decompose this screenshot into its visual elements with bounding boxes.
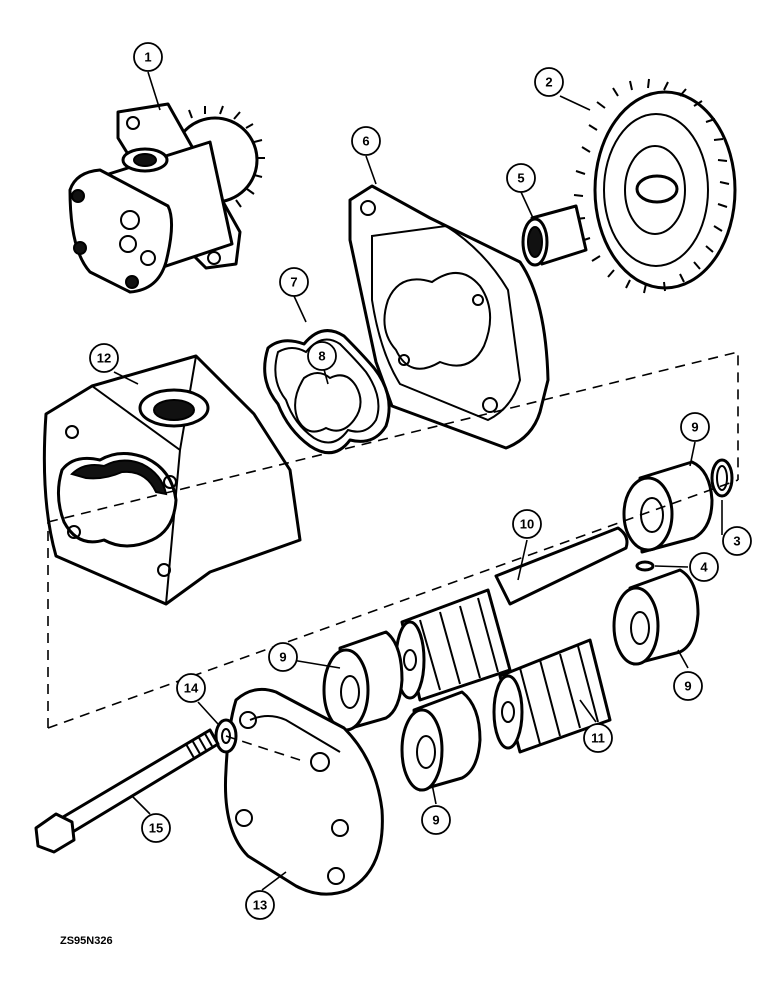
callout-label: 3	[733, 534, 740, 549]
assembly-guide-lines	[47, 350, 739, 761]
callout-label: 9	[684, 679, 691, 694]
callout-label: 9	[279, 650, 286, 665]
callout-15: 15	[141, 813, 171, 843]
callout-label: 15	[149, 821, 163, 836]
bushing-part	[521, 204, 588, 267]
drive-shaft-gear-part	[394, 526, 629, 702]
callout-6: 6	[351, 126, 381, 156]
callout-14: 14	[176, 673, 206, 703]
callout-label: 4	[700, 560, 708, 575]
callout-10: 10	[512, 509, 542, 539]
bearing-part-left	[322, 630, 404, 732]
callout-9-bottom: 9	[421, 805, 451, 835]
end-cover-part	[224, 687, 384, 896]
callout-9-middle-right: 9	[673, 671, 703, 701]
callout-label: 1	[144, 50, 151, 65]
callout-label: 5	[517, 171, 524, 186]
key-part	[635, 560, 655, 572]
callout-9-upper-right: 9	[680, 412, 710, 442]
callout-8: 8	[307, 341, 337, 371]
callout-9-left: 9	[268, 642, 298, 672]
callout-label: 7	[290, 275, 297, 290]
callout-label: 12	[97, 351, 111, 366]
callout-label: 9	[432, 813, 439, 828]
callout-12: 12	[89, 343, 119, 373]
pump-body-part	[42, 354, 302, 606]
callout-label: 14	[184, 681, 199, 696]
callout-1: 1	[133, 42, 163, 72]
assembled-pump-part	[68, 102, 265, 294]
callout-label: 10	[520, 517, 534, 532]
retaining-ring-part	[710, 458, 734, 498]
callout-label: 11	[591, 731, 605, 746]
callout-2: 2	[534, 67, 564, 97]
idler-gear-part	[492, 638, 612, 754]
leader-lines	[113, 71, 723, 891]
bearing-part-middle-right	[612, 568, 700, 666]
drive-gear-part	[573, 78, 737, 294]
callout-4: 4	[689, 552, 719, 582]
mounting-plate-part	[348, 184, 550, 450]
callout-label: 13	[253, 898, 267, 913]
callout-label: 8	[318, 349, 325, 364]
gasket-part	[263, 329, 391, 455]
callout-11: 11	[583, 723, 613, 753]
callout-3: 3	[722, 526, 752, 556]
bearing-part-bottom	[400, 690, 482, 792]
callout-5: 5	[506, 163, 536, 193]
callout-13: 13	[245, 890, 275, 920]
callout-label: 2	[545, 75, 552, 90]
figure-code: ZS95N326	[60, 935, 113, 947]
callout-label: 9	[691, 420, 698, 435]
callout-7: 7	[279, 267, 309, 297]
bearing-part-upper-right	[622, 460, 714, 554]
bolt-part	[34, 728, 220, 854]
callout-label: 6	[362, 134, 369, 149]
